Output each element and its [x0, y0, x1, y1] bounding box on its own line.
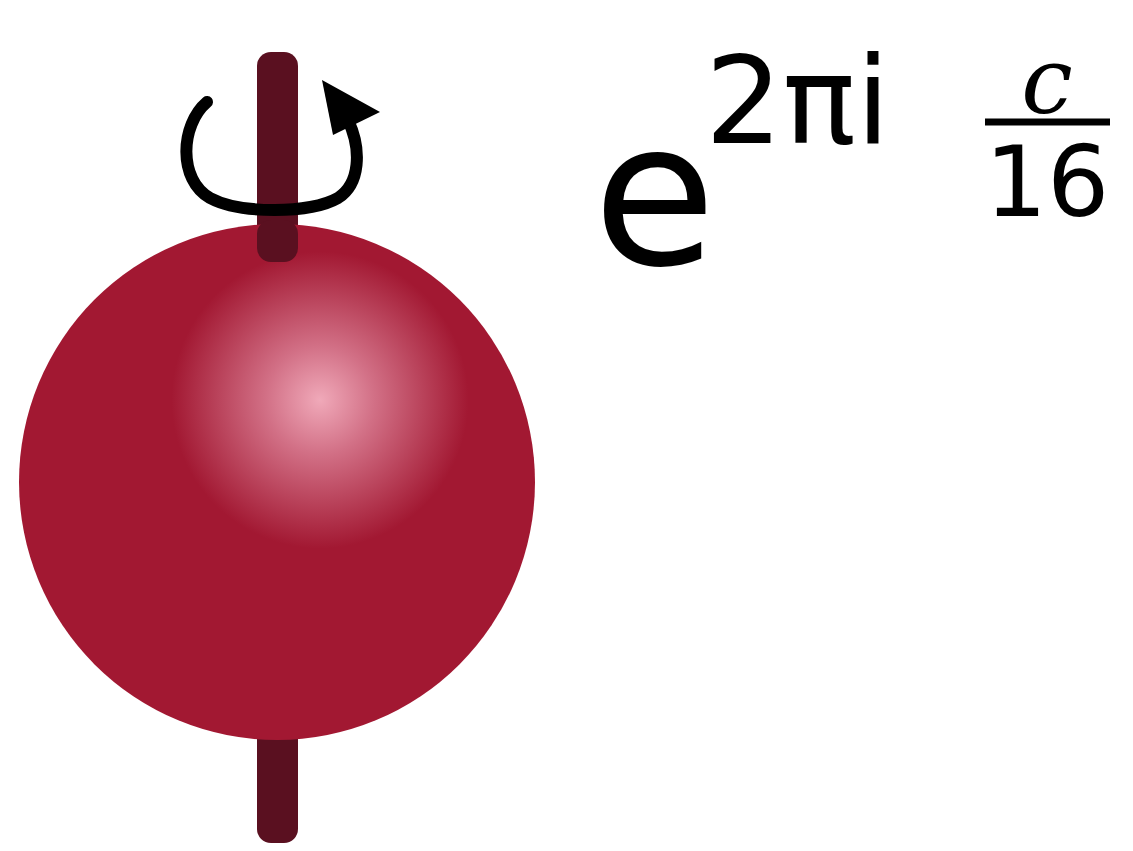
fraction-numerator: c — [1021, 36, 1073, 128]
sphere — [19, 224, 535, 740]
rotation-arrowhead — [322, 80, 380, 135]
base-e: e — [593, 95, 716, 295]
exponent: 2πi — [705, 40, 890, 162]
fraction-denominator: 16 — [985, 133, 1110, 231]
axis-rod-stub — [257, 220, 298, 262]
axis-rod-bottom — [257, 725, 298, 843]
axis-rod-top — [257, 52, 298, 264]
